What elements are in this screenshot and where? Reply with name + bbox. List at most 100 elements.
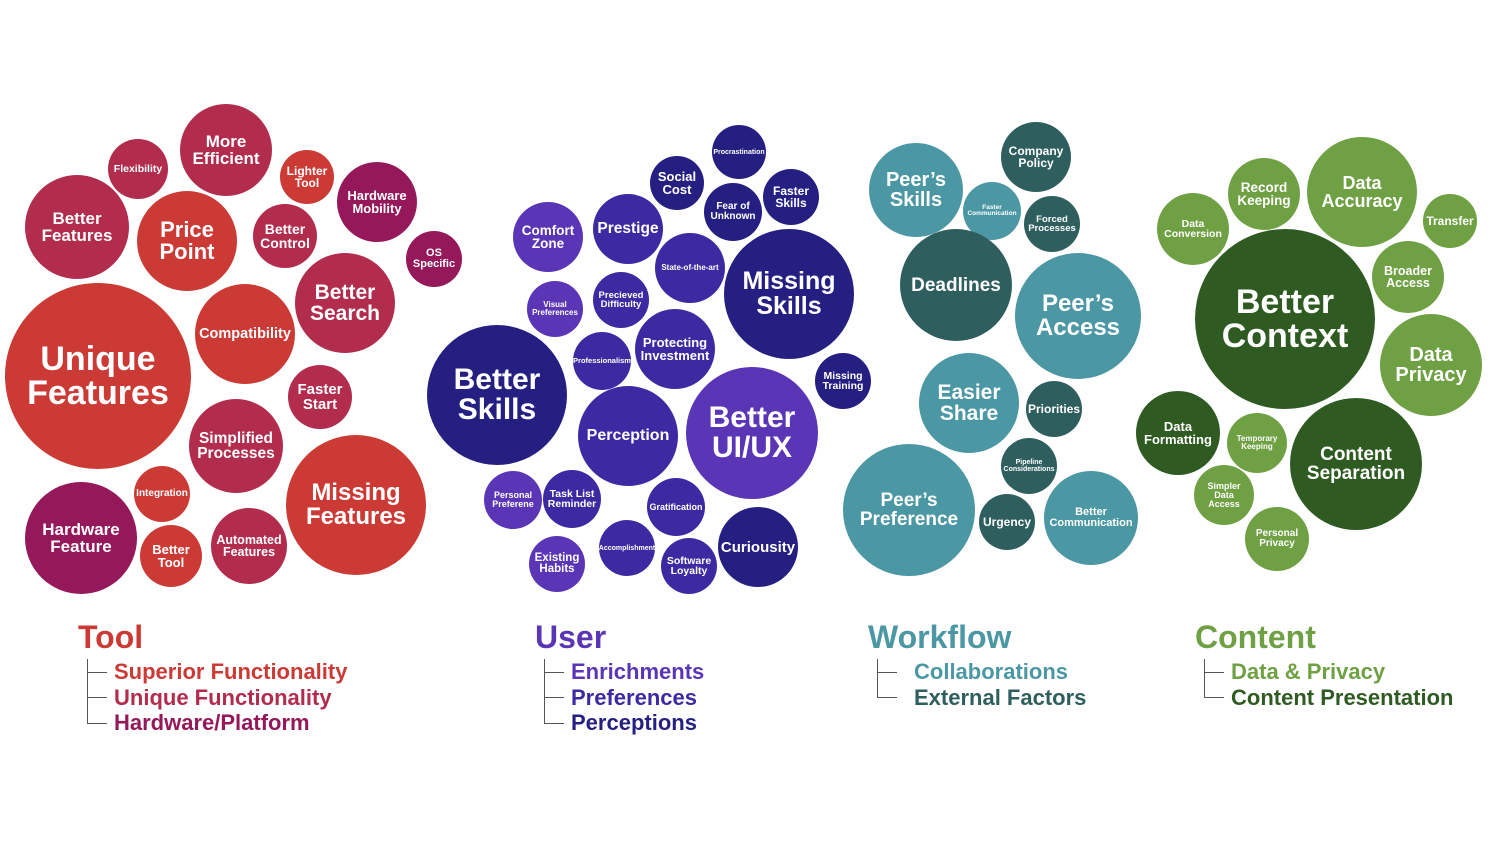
bubble-label: Automated Features — [216, 532, 282, 559]
bubble-label: Price Point — [159, 217, 215, 264]
bubble-label: Temporary Keeping — [1236, 434, 1278, 451]
bubble-accomplishment: Accomplishment — [599, 520, 655, 576]
tree-branch — [544, 722, 564, 724]
bubble-simpler-data-access: Simpler Data Access — [1194, 465, 1254, 525]
legend-user: User Enrichments Preferences Perceptions — [535, 621, 704, 736]
bubble-better-skills: Better Skills — [427, 325, 567, 465]
bubble-fear-of-unknown: Fear of Unknown — [704, 183, 762, 241]
tree-branch — [544, 671, 564, 673]
bubble-personal-preferene: Personal Preferene — [484, 471, 542, 529]
bubble-gratification: Gratification — [647, 478, 705, 536]
bubble-peers-access: Peer’s Access — [1015, 253, 1141, 379]
bubble-task-list-reminder: Task List Reminder — [543, 470, 601, 528]
bubble-state-of-the-art: State-of-the-art — [655, 233, 725, 303]
bubble-flexibility: Flexibility — [108, 139, 168, 199]
bubble-label: Comfort Zone — [521, 222, 575, 251]
bubble-pipeline-considerations: Pipeline Considerations — [1001, 438, 1057, 494]
bubble-precieved-difficulty: Precieved Difficulty — [593, 272, 649, 328]
bubble-label: Unique Features — [27, 340, 169, 412]
bubble-label: Integration — [136, 488, 188, 499]
bubble-label: Hardware Mobility — [347, 188, 407, 216]
bubble-label: Professionalism — [573, 356, 631, 366]
bubble-label: Precieved Difficulty — [598, 289, 644, 310]
bubble-simplified-processes: Simplified Processes — [189, 399, 283, 493]
bubble-label: Content Separation — [1306, 444, 1406, 484]
bubble-label: Deadlines — [911, 274, 1001, 296]
bubble-missing-skills: Missing Skills — [724, 229, 854, 359]
bubble-label: Better Communication — [1049, 506, 1133, 529]
legend-tree: Data & Privacy Content Presentation — [1195, 659, 1453, 710]
bubble-hardware-mobility: Hardware Mobility — [337, 162, 417, 242]
legend-item: Collaborations — [914, 659, 1069, 684]
bubble-label: Personal Preferene — [492, 490, 534, 509]
bubble-label: Easier Share — [937, 381, 1001, 425]
bubble-personal-privacy: Personal Privacy — [1245, 507, 1309, 571]
bubble-compatibility: Compatibility — [195, 284, 295, 384]
bubble-label: Prestige — [597, 220, 659, 238]
bubble-faster-start: Faster Start — [288, 365, 352, 429]
legend-item: Hardware/Platform — [114, 710, 310, 735]
bubble-label: Better Features — [41, 209, 113, 245]
legend-item: Perceptions — [571, 710, 697, 735]
bubble-label: Faster Start — [297, 381, 343, 413]
bubble-peers-skills: Peer’s Skills — [869, 143, 963, 237]
bubble-transfer: Transfer — [1423, 194, 1477, 248]
tree-branch — [877, 697, 897, 699]
bubble-label: Better Search — [309, 281, 381, 325]
bubble-urgency: Urgency — [979, 494, 1035, 550]
bubble-more-efficient: More Efficient — [180, 104, 272, 196]
bubble-label: Accomplishment — [598, 544, 656, 552]
legend-tree: Enrichments Preferences Perceptions — [535, 659, 704, 736]
bubble-label: Missing Skills — [742, 267, 836, 320]
tree-branch — [87, 697, 107, 699]
legend-item: External Factors — [914, 684, 1087, 710]
bubble-label: Missing Training — [822, 369, 864, 392]
bubble-better-tool: Better Tool — [140, 525, 202, 587]
bubble-missing-training: Missing Training — [815, 353, 871, 409]
legend-workflow: Workflow Collaborations External Factors — [868, 621, 1086, 710]
tree-connector — [877, 659, 878, 698]
legend-item: Content Presentation — [1231, 684, 1454, 710]
bubble-data-privacy: Data Privacy — [1380, 314, 1482, 416]
bubble-visual-preferences: Visual Preferences — [527, 281, 583, 337]
tree-connector — [1204, 659, 1205, 698]
bubble-comfort-zone: Comfort Zone — [513, 202, 583, 272]
bubble-procrastination: Procrastination — [712, 125, 766, 179]
bubble-label: Perception — [586, 427, 670, 444]
tree-branch — [877, 671, 897, 673]
bubble-peers-preference: Peer’s Preference — [843, 444, 975, 576]
bubble-label: Company Policy — [1008, 144, 1064, 170]
legend-tool: Tool Superior Functionality Unique Funct… — [78, 621, 347, 736]
bubble-label: Faster Communication — [967, 203, 1017, 217]
bubble-company-policy: Company Policy — [1001, 122, 1071, 192]
legend-item: Data & Privacy — [1231, 659, 1386, 684]
bubble-label: Social Cost — [657, 169, 697, 197]
bubble-label: Missing Features — [305, 479, 407, 530]
bubble-os-specific: OS Specific — [406, 231, 462, 287]
bubble-price-point: Price Point — [137, 191, 237, 291]
bubble-label: Visual Preferences — [532, 300, 578, 317]
legend-title: Workflow — [868, 619, 1012, 655]
bubble-label: Data Privacy — [1395, 344, 1467, 386]
bubble-label: Peer’s Skills — [885, 169, 947, 211]
bubble-label: Fear of Unknown — [710, 201, 756, 222]
bubble-faster-communication: Faster Communication — [963, 182, 1021, 240]
bubble-label: Broader Access — [1384, 263, 1432, 290]
bubble-better-communication: Better Communication — [1044, 471, 1138, 565]
tree-branch — [1204, 697, 1224, 699]
bubble-automated-features: Automated Features — [211, 508, 287, 584]
bubble-label: Record Keeping — [1237, 179, 1291, 208]
bubble-label: Transfer — [1426, 214, 1474, 228]
bubble-label: Simplified Processes — [197, 429, 275, 462]
bubble-label: Data Accuracy — [1321, 173, 1403, 211]
bubble-label: Better Tool — [152, 542, 190, 570]
tree-branch — [544, 697, 564, 699]
bubble-social-cost: Social Cost — [650, 156, 704, 210]
bubble-data-accuracy: Data Accuracy — [1307, 137, 1417, 247]
bubble-data-conversion: Data Conversion — [1157, 193, 1229, 265]
bubble-label: Simpler Data Access — [1207, 480, 1241, 509]
bubble-better-context: Better Context — [1195, 229, 1375, 409]
bubble-label: Lighter Tool — [286, 164, 328, 190]
legend-item: Enrichments — [571, 659, 705, 684]
bubble-label: Task List Reminder — [547, 487, 597, 510]
